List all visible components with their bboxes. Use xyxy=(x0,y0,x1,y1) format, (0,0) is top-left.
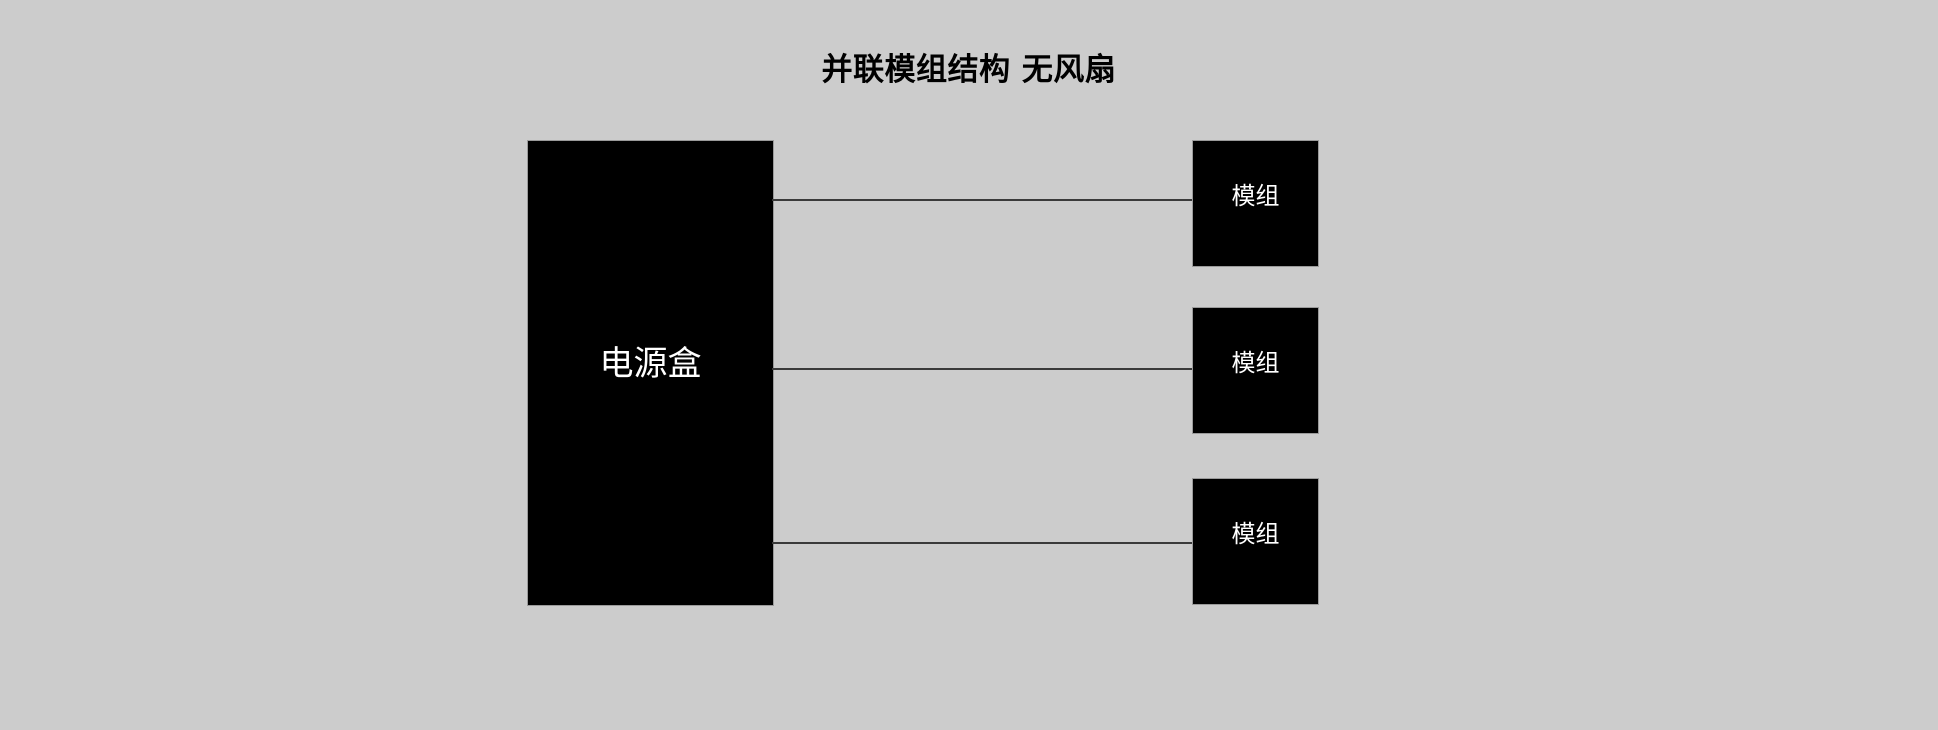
page-title: 并联模组结构 无风扇 xyxy=(821,52,1117,88)
node-module-2: 模组 xyxy=(1192,307,1319,434)
connector-power-to-module-1 xyxy=(772,199,1193,201)
connector-power-to-module-2 xyxy=(772,368,1193,370)
node-power-box-label: 电源盒 xyxy=(599,344,702,384)
node-module-3: 模组 xyxy=(1192,478,1319,605)
node-module-2-label: 模组 xyxy=(1231,348,1280,377)
node-module-1: 模组 xyxy=(1192,140,1319,267)
node-module-3-label: 模组 xyxy=(1231,519,1280,548)
connector-power-to-module-3 xyxy=(772,542,1193,544)
node-power-box: 电源盒 xyxy=(527,140,774,606)
node-module-1-label: 模组 xyxy=(1231,181,1280,210)
